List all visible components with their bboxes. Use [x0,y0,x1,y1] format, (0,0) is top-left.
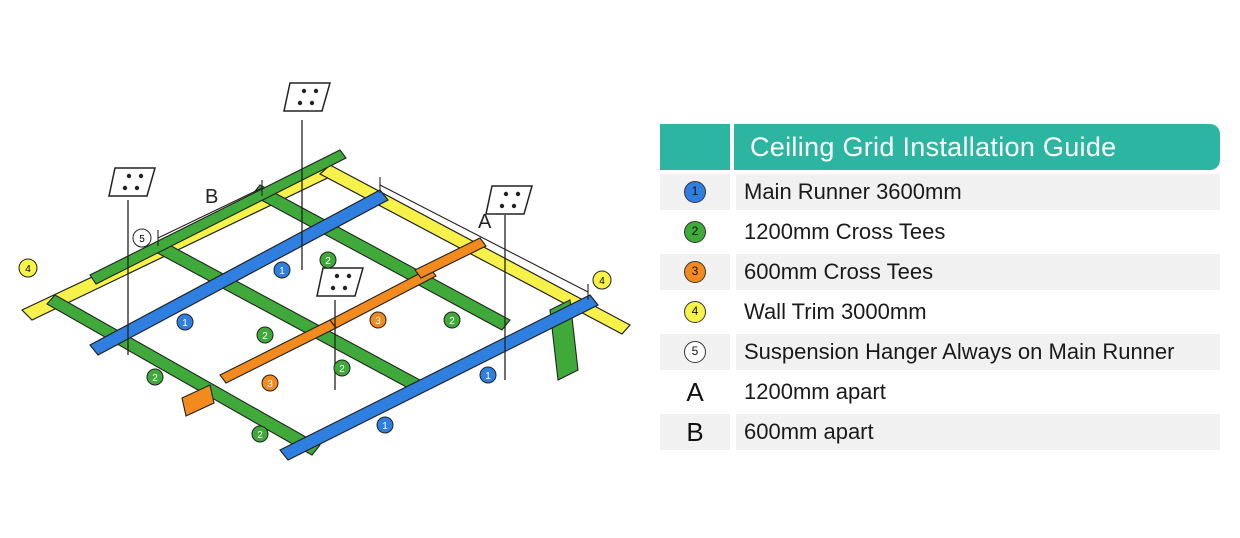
hanger-plate-1 [108,167,156,197]
badge-dimension-b: B [686,417,704,447]
legend-label-cross-tee-1200: 1200mm Cross Tees [736,214,1220,250]
main-runners [89,189,599,461]
callout-main-runner-c: 1 [485,371,491,382]
legend-row-cross-tee-1200: 2 1200mm Cross Tees [660,214,1220,250]
callout-cross-tee-1200-c: 2 [449,316,455,327]
callout-main-runner-a: 1 [279,266,285,277]
hanger-plate-2 [283,82,331,112]
legend-label-hanger: Suspension Hanger Always on Main Runner [736,334,1220,370]
legend-row-main-runner: 1 Main Runner 3600mm [660,174,1220,210]
legend-row-hanger: 5 Suspension Hanger Always on Main Runne… [660,334,1220,370]
legend-header-key-cell [660,124,730,170]
legend-table: Ceiling Grid Installation Guide 1 Main R… [660,124,1220,454]
legend-header: Ceiling Grid Installation Guide [660,124,1220,170]
legend-label-main-runner: Main Runner 3600mm [736,174,1220,210]
legend-row-cross-tee-600: 3 600mm Cross Tees [660,254,1220,290]
legend-label-dimension-b: 600mm apart [736,414,1220,450]
callout-cross-tee-600-a: 3 [375,316,381,327]
badge-cross-tee-600: 3 [684,261,706,283]
legend-row-wall-trim: 4 Wall Trim 3000mm [660,294,1220,330]
callout-cross-tee-1200-f: 2 [257,430,263,441]
legend-label-wall-trim: Wall Trim 3000mm [736,294,1220,330]
callout-wall-trim-left: 4 [25,264,31,275]
legend-row-dimension-a: A 1200mm apart [660,374,1220,410]
badge-main-runner: 1 [684,181,706,203]
callout-hanger: 5 [139,234,145,245]
badge-wall-trim: 4 [684,301,706,323]
ceiling-grid-diagram: B A 4 4 5 1 1 1 1 2 2 2 2 2 2 3 3 [18,82,631,461]
hanger-plate-4 [485,185,533,215]
legend-row-dimension-b: B 600mm apart [660,414,1220,450]
dimension-b-label: B [205,186,218,208]
callout-cross-tee-1200-e: 2 [339,364,345,375]
hanger-plate-3 [316,267,364,297]
callout-main-runner-d: 1 [382,421,388,432]
badge-hanger: 5 [684,341,706,363]
cross-tees-600 [181,237,487,417]
callout-cross-tee-1200-b: 2 [262,331,268,342]
badge-dimension-a: A [686,377,704,407]
badge-cross-tee-1200: 2 [684,221,706,243]
dimension-a-label: A [478,211,492,233]
legend-label-cross-tee-600: 600mm Cross Tees [736,254,1220,290]
legend-title: Ceiling Grid Installation Guide [734,124,1220,170]
legend-label-dimension-a: 1200mm apart [736,374,1220,410]
callout-cross-tee-600-b: 3 [267,379,273,390]
callout-cross-tee-1200-a: 2 [325,256,331,267]
callout-wall-trim-right: 4 [599,276,605,287]
callout-cross-tee-1200-d: 2 [152,373,158,384]
callout-main-runner-b: 1 [182,318,188,329]
